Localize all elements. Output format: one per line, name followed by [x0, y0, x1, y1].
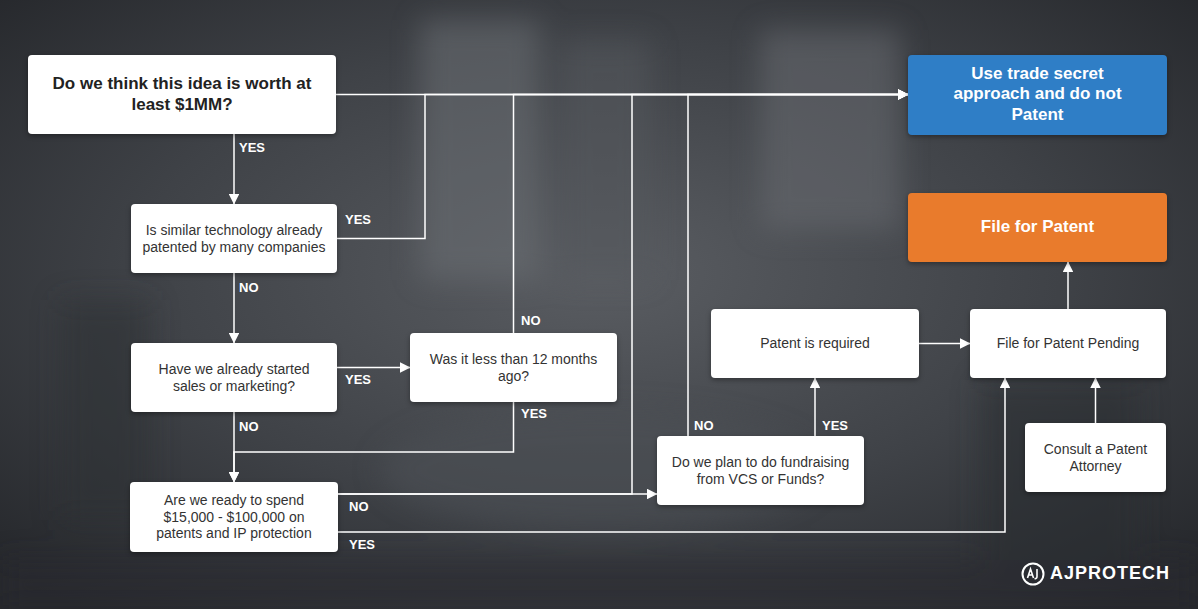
- node-text: Patent is required: [760, 335, 870, 352]
- flow-connector: [337, 95, 908, 239]
- flow-connector: [338, 95, 908, 495]
- edge-label: YES: [349, 538, 375, 552]
- decision-box: Do we think this idea is worth at least …: [28, 55, 336, 134]
- edge-label: YES: [822, 419, 848, 433]
- edge-label: NO: [521, 314, 541, 328]
- edge-label: NO: [349, 500, 369, 514]
- process-box: Patent is required: [711, 309, 919, 378]
- office-shapes: [0, 20, 1198, 609]
- flow-connector: [1067, 262, 1069, 309]
- flow-connector: [337, 367, 410, 369]
- node-text: Do we plan to do fundraising from VCS or…: [667, 454, 854, 488]
- outcome-box: File for Patent: [908, 193, 1167, 262]
- decision-box: Was it less than 12 months ago?: [410, 333, 617, 402]
- edge-label: NO: [694, 419, 714, 433]
- flow-connector: [514, 95, 909, 334]
- flow-connector: [1095, 378, 1097, 423]
- flow-connector: [233, 273, 235, 343]
- decision-box: Are we ready to spend $15,000 - $100,000…: [130, 482, 338, 552]
- edge-label: NO: [239, 420, 259, 434]
- flow-connector: [688, 95, 908, 437]
- node-text: Consult a Patent Attorney: [1035, 441, 1156, 475]
- edge-label: NO: [239, 281, 259, 295]
- logo-icon: [1021, 562, 1045, 586]
- process-box: Consult a Patent Attorney: [1025, 423, 1166, 492]
- flow-connector: [233, 134, 235, 204]
- flow-connector: [919, 343, 970, 345]
- node-text: Have we already started sales or marketi…: [141, 361, 327, 395]
- flow-connector: [814, 378, 816, 436]
- node-text: Was it less than 12 months ago?: [420, 351, 607, 385]
- outcome-box: Use trade secret approach and do not Pat…: [908, 55, 1167, 135]
- decision-box: Do we plan to do fundraising from VCS or…: [657, 436, 864, 505]
- decision-box: Is similar technology already patented b…: [131, 204, 337, 273]
- edge-label: YES: [521, 407, 547, 421]
- flow-connector: [234, 402, 514, 482]
- node-text: Do we think this idea is worth at least …: [50, 74, 314, 115]
- decision-box: Have we already started sales or marketi…: [131, 343, 337, 412]
- node-text: Are we ready to spend $15,000 - $100,000…: [140, 492, 328, 542]
- watermark: AJPROTECH: [1050, 564, 1170, 584]
- flow-connector: [233, 412, 235, 482]
- edge-label: YES: [345, 373, 371, 387]
- process-box: File for Patent Pending: [970, 309, 1166, 378]
- edge-label: YES: [345, 213, 371, 227]
- node-text: Is similar technology already patented b…: [141, 222, 327, 256]
- node-text: Use trade secret approach and do not Pat…: [938, 64, 1137, 125]
- node-text: File for Patent: [981, 217, 1094, 237]
- node-text: File for Patent Pending: [997, 335, 1139, 352]
- edge-label: YES: [239, 141, 265, 155]
